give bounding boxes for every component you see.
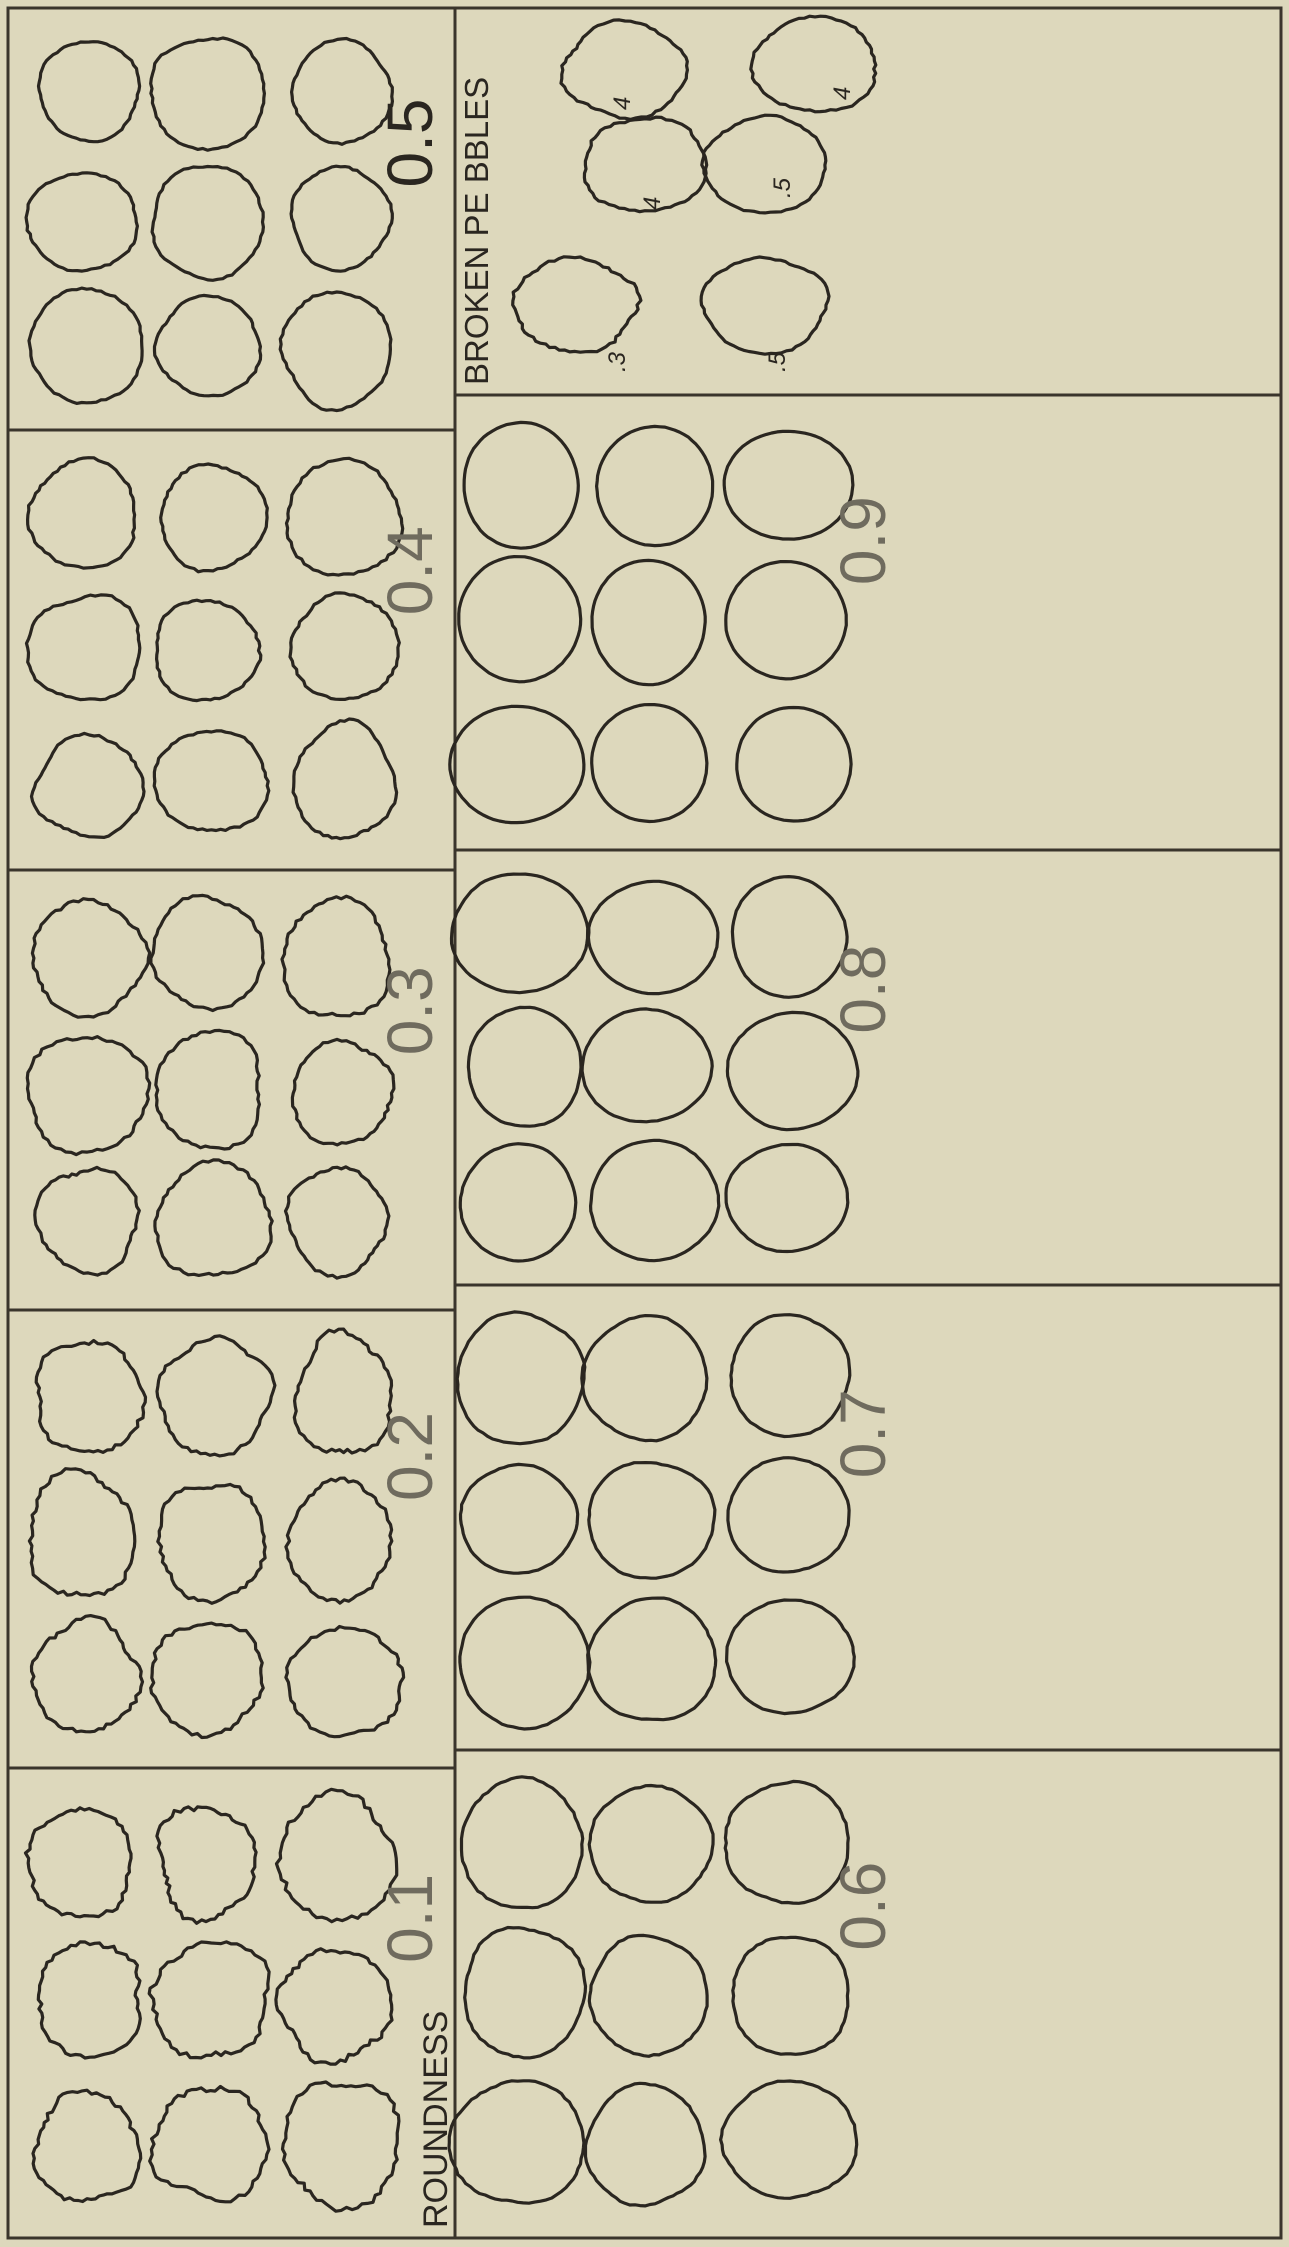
- roundness-label: 0.1: [374, 1874, 446, 1963]
- roundness-label: 0.9: [827, 496, 899, 585]
- roundness-label-group: 0.3: [374, 966, 446, 1055]
- roundness-label-group: 0.9: [827, 496, 899, 585]
- broken-pebble-label: .3: [604, 351, 631, 372]
- broken-pebble-label-group: 4: [609, 97, 636, 110]
- broken-pebble-label: .5: [769, 177, 796, 198]
- roundness-label: 0.8: [827, 945, 899, 1034]
- broken-pebble-label: 4: [609, 97, 636, 110]
- broken-pebble-label-group: .5: [769, 177, 796, 198]
- title-group: ROUNDNESS: [417, 2011, 455, 2228]
- roundness-label-group: 0.6: [827, 1862, 899, 1951]
- broken-pebbles-title-group: BROKEN PE BBLES: [458, 77, 495, 385]
- roundness-label-group: 0.2: [374, 1412, 446, 1501]
- chart-title: ROUNDNESS: [417, 2011, 455, 2228]
- roundness-label: 0.7: [827, 1389, 899, 1478]
- broken-pebble-label: 4: [639, 197, 666, 210]
- roundness-label-group: 0.1: [374, 1874, 446, 1963]
- roundness-label-group: 0.7: [827, 1389, 899, 1478]
- roundness-label-group: 0.5: [374, 99, 446, 188]
- broken-pebble-label-group: .3: [604, 351, 631, 372]
- roundness-label-group: 0.4: [374, 526, 446, 615]
- roundness-label: 0.3: [374, 966, 446, 1055]
- roundness-label: 0.4: [374, 526, 446, 615]
- broken-pebble-label: .5: [764, 351, 791, 372]
- broken-pebble-label-group: 4: [639, 197, 666, 210]
- broken-pebble-label-group: .5: [764, 351, 791, 372]
- broken-pebble-label-group: 4: [829, 87, 856, 100]
- roundness-label-group: 0.8: [827, 945, 899, 1034]
- broken-pebbles-title: BROKEN PE BBLES: [458, 77, 495, 385]
- broken-pebble-label: 4: [829, 87, 856, 100]
- roundness-label: 0.6: [827, 1862, 899, 1951]
- roundness-label: 0.5: [374, 99, 446, 188]
- roundness-label: 0.2: [374, 1412, 446, 1501]
